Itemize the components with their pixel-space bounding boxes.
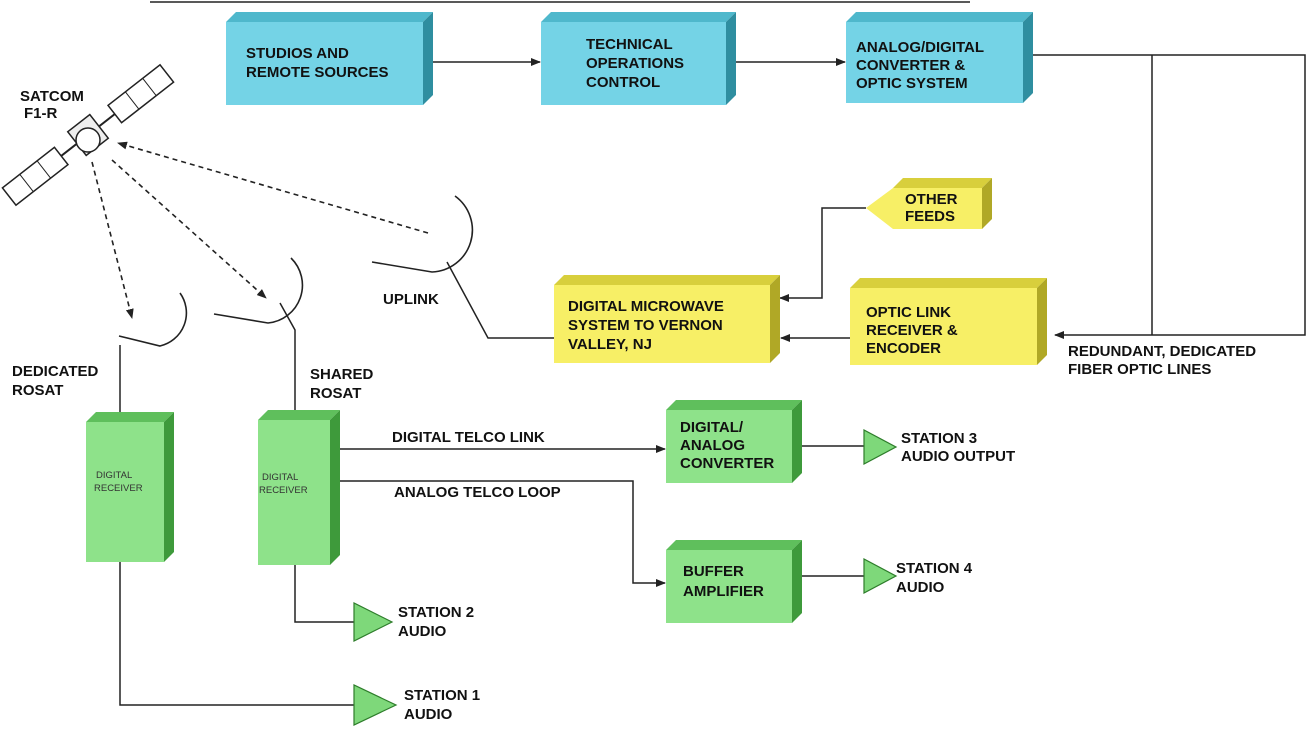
receiver2-line2: RECEIVER — [259, 485, 308, 496]
station1-line1: STATION 1 — [404, 687, 480, 704]
station3-line2: AUDIO OUTPUT — [901, 448, 1015, 465]
satellite-name: SATCOM — [20, 88, 84, 105]
technical-operations-block: TECHNICAL OPERATIONS CONTROL — [541, 12, 736, 105]
converter-line2: CONVERTER & — [856, 57, 965, 74]
satellite-designation: F1-R — [24, 105, 58, 122]
studios-line1: STUDIOS AND — [246, 45, 349, 62]
optic-link-line2: RECEIVER & — [866, 322, 958, 339]
tech-ops-line3: CONTROL — [586, 74, 660, 91]
other-feeds-line2: FEEDS — [905, 208, 955, 225]
shared-rosat-line1: SHARED — [310, 366, 374, 383]
other-feeds-line1: OTHER — [905, 191, 958, 208]
dedicated-rosat-dish-icon — [118, 292, 188, 422]
shared-digital-receiver-block: DIGITAL RECEIVER — [258, 410, 340, 565]
fiber-label-line2: FIBER OPTIC LINES — [1068, 361, 1211, 378]
studios-line2: REMOTE SOURCES — [246, 64, 389, 81]
receiver1-line2: RECEIVER — [94, 483, 143, 494]
buffer-line1: BUFFER — [683, 563, 744, 580]
shared-rosat-line2: ROSAT — [310, 385, 361, 402]
da-converter-line3: CONVERTER — [680, 455, 774, 472]
tech-ops-line1: TECHNICAL — [586, 36, 673, 53]
station4-line1: STATION 4 — [896, 560, 973, 577]
microwave-line2: SYSTEM TO VERNON — [568, 317, 723, 334]
other-feeds-block: OTHER FEEDS — [866, 178, 992, 229]
optic-link-line1: OPTIC LINK — [866, 304, 951, 321]
studios-block: STUDIOS AND REMOTE SOURCES — [226, 12, 433, 105]
analog-telco-label: ANALOG TELCO LOOP — [394, 484, 561, 501]
converter-line3: OPTIC SYSTEM — [856, 75, 968, 92]
uplink-label: UPLINK — [383, 291, 439, 308]
station2-line2: AUDIO — [398, 623, 447, 640]
shared-rosat-dish-icon — [213, 257, 304, 420]
station2-amplifier-icon — [353, 602, 394, 642]
station4-amplifier-icon — [863, 558, 898, 594]
station1-line2: AUDIO — [404, 706, 453, 723]
downlink-beam-dedicated — [91, 161, 134, 319]
station3-line1: STATION 3 — [901, 430, 977, 447]
station4-line2: AUDIO — [896, 579, 945, 596]
downlink-beam-shared — [111, 159, 267, 299]
receiver1-line1: DIGITAL — [96, 470, 132, 481]
analog-telco-loop — [340, 480, 666, 587]
optic-link-receiver-block: OPTIC LINK RECEIVER & ENCODER — [850, 278, 1047, 365]
link-receiver2-station2 — [294, 565, 354, 623]
optic-link-line3: ENCODER — [866, 340, 941, 357]
tech-ops-line2: OPERATIONS — [586, 55, 684, 72]
da-converter-line2: ANALOG — [680, 437, 745, 454]
digital-microwave-block: DIGITAL MICROWAVE SYSTEM TO VERNON VALLE… — [554, 275, 780, 363]
buffer-line2: AMPLIFIER — [683, 583, 764, 600]
converter-line1: ANALOG/DIGITAL — [856, 39, 984, 56]
link-receiver1-station1 — [119, 562, 354, 706]
microwave-line1: DIGITAL MICROWAVE — [568, 298, 724, 315]
da-converter-block: DIGITAL/ ANALOG CONVERTER — [666, 400, 802, 483]
satellite-icon — [1, 63, 175, 207]
link-other-feeds — [779, 207, 866, 302]
fiber-line-outer — [1033, 54, 1306, 339]
buffer-amplifier-block: BUFFER AMPLIFIER — [666, 540, 802, 623]
station3-amplifier-icon — [863, 429, 898, 465]
receiver2-line1: DIGITAL — [262, 472, 298, 483]
dedicated-digital-receiver-block: DIGITAL RECEIVER — [86, 412, 174, 562]
station2-line1: STATION 2 — [398, 604, 474, 621]
dedicated-rosat-line1: DEDICATED — [12, 363, 99, 380]
digital-telco-label: DIGITAL TELCO LINK — [392, 429, 545, 446]
dedicated-rosat-line2: ROSAT — [12, 382, 63, 399]
da-converter-line1: DIGITAL/ — [680, 419, 744, 436]
ad-converter-block: ANALOG/DIGITAL CONVERTER & OPTIC SYSTEM — [846, 12, 1033, 103]
uplink-beam — [117, 141, 429, 234]
uplink-dish-icon — [371, 195, 554, 339]
station1-amplifier-icon — [353, 684, 398, 726]
fiber-label-line1: REDUNDANT, DEDICATED — [1068, 343, 1256, 360]
microwave-line3: VALLEY, NJ — [568, 336, 652, 353]
